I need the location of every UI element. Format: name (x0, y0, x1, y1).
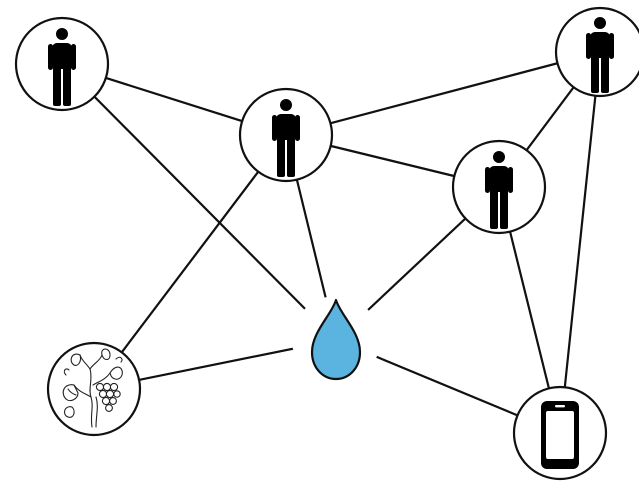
node-circle (46, 341, 142, 437)
nodes-layer (14, 6, 639, 481)
node-person-2[interactable] (238, 87, 334, 183)
water-drop-icon (310, 298, 362, 381)
node-vine[interactable] (46, 341, 142, 437)
node-person-3[interactable] (451, 139, 547, 235)
edge-person4-phone (558, 50, 602, 435)
edge-person1-water (60, 62, 338, 342)
node-person-4[interactable] (554, 6, 639, 98)
edge-person2-vine (92, 133, 288, 391)
node-phone[interactable] (512, 385, 608, 481)
edge-person2-person4 (284, 50, 602, 137)
grapevine-icon (62, 348, 123, 428)
person-icon (485, 151, 513, 229)
person-icon (48, 28, 76, 106)
person-icon (586, 17, 614, 93)
smartphone-icon (541, 401, 579, 469)
node-person-1[interactable] (14, 16, 110, 112)
node-water[interactable] (292, 296, 380, 384)
person-icon (272, 99, 300, 177)
